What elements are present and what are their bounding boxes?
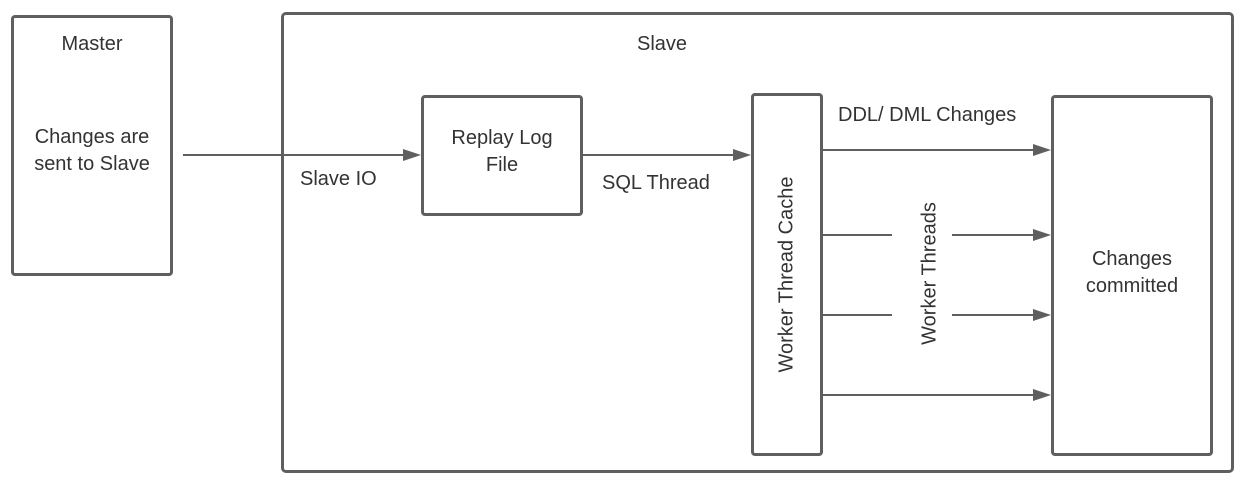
worker-thread-arrow-4-head: [1033, 389, 1051, 401]
worker-thread-arrow-2-head: [1033, 229, 1051, 241]
changes-committed-line-1: Changes: [1091, 248, 1173, 270]
sql-thread-arrowhead: [733, 149, 751, 161]
worker-thread-arrow-3-head: [1033, 309, 1051, 321]
worker-threads-label: Worker Threads: [918, 202, 941, 345]
replay-log-line-1: Replay Log: [451, 127, 553, 149]
slave-io-label: Slave IO: [300, 168, 377, 190]
replay-log-line-2: File: [485, 154, 519, 176]
replay-log-file-box: [421, 95, 583, 216]
master-box: [11, 15, 173, 276]
master-body-line-1: Changes are: [34, 126, 150, 148]
master-body-line-2: sent to Slave: [34, 153, 150, 175]
worker-thread-cache-label: Worker Thread Cache: [775, 176, 798, 373]
slave-io-arrowhead: [403, 149, 421, 161]
changes-committed-box: [1051, 95, 1213, 456]
changes-committed-line-2: committed: [1085, 275, 1179, 297]
ddl-dml-label: DDL/ DML Changes: [838, 104, 1017, 126]
slave-title: Slave: [636, 33, 688, 55]
ddl-dml-arrowhead: [1033, 144, 1051, 156]
master-title: Master: [61, 33, 123, 55]
sql-thread-label: SQL Thread: [602, 172, 710, 194]
worker-thread-cache-box: [751, 93, 823, 456]
